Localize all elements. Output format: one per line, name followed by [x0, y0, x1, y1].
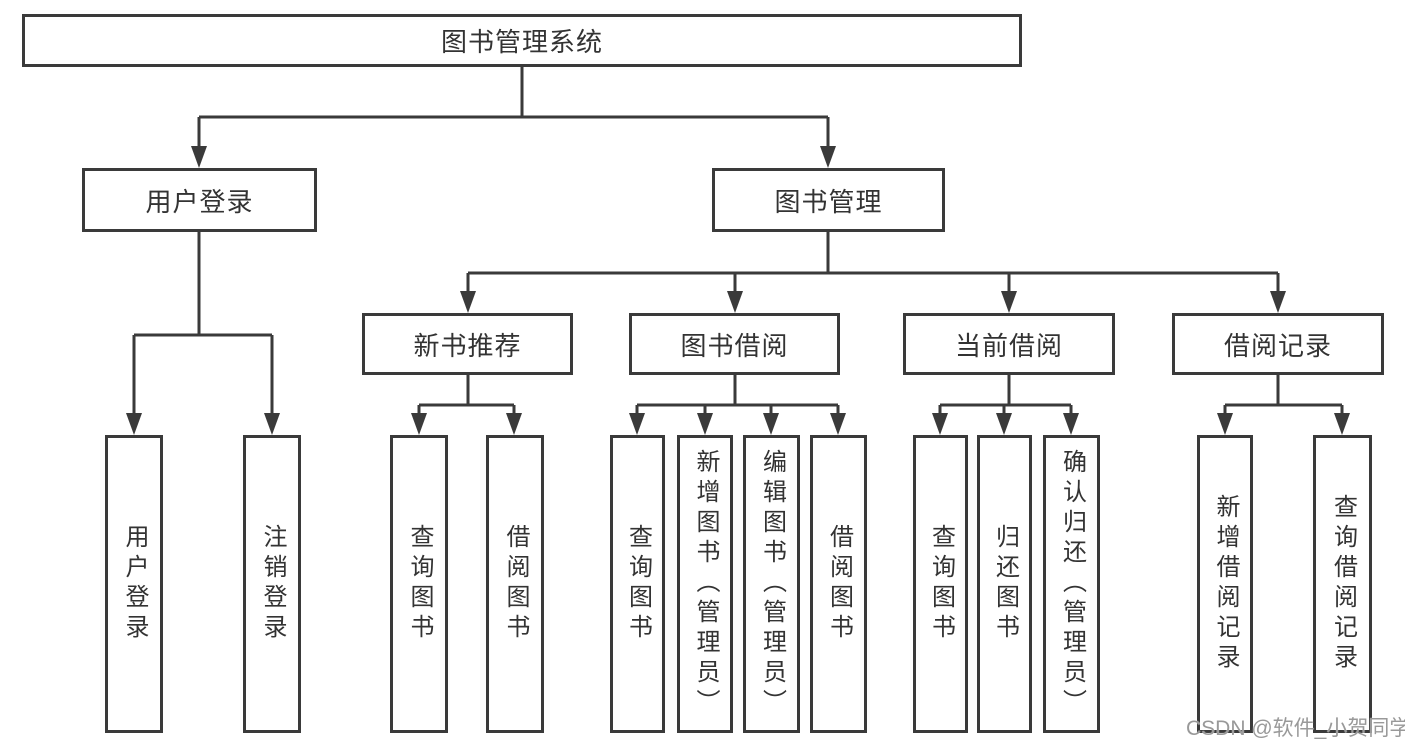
node-borrow-records-label: 借阅记录 [1223, 330, 1332, 361]
leaf-borrow-books-label: 借阅图书 [825, 524, 853, 644]
leaf-user-login-label: 用户登录 [121, 524, 148, 644]
watermark: CSDN @软件_小贺同学 [1186, 717, 1405, 740]
leaf-confirm-return-admin-label: 确认归还（管理员） [1058, 449, 1086, 719]
leaf-query-books-borrow-label: 查询图书 [624, 524, 652, 644]
leaf-query-books-recommend: 查询图书 [390, 435, 448, 733]
node-book-borrow-label: 图书借阅 [680, 330, 789, 361]
leaf-logout-label: 注销登录 [259, 524, 286, 644]
leaf-borrow-books-recommend: 借阅图书 [486, 435, 544, 733]
leaf-add-borrow-record: 新增借阅记录 [1197, 435, 1253, 733]
node-borrow-records: 借阅记录 [1172, 313, 1384, 375]
node-root: 图书管理系统 [22, 14, 1022, 67]
leaf-add-books-admin-label: 新增图书（管理员） [692, 449, 719, 719]
leaf-query-books-current: 查询图书 [913, 435, 968, 733]
node-book-management: 图书管理 [712, 168, 945, 232]
leaf-confirm-return-admin: 确认归还（管理员） [1043, 435, 1100, 733]
leaf-add-borrow-record-label: 新增借阅记录 [1212, 494, 1239, 674]
node-new-book-recommend-label: 新书推荐 [413, 330, 522, 361]
leaf-add-books-admin: 新增图书（管理员） [677, 435, 733, 733]
node-current-borrow: 当前借阅 [903, 313, 1115, 375]
leaf-logout: 注销登录 [243, 435, 301, 733]
leaf-query-books-borrow: 查询图书 [610, 435, 665, 733]
leaf-borrow-books-recommend-label: 借阅图书 [502, 524, 529, 644]
node-new-book-recommend: 新书推荐 [362, 313, 573, 375]
leaf-query-books-current-label: 查询图书 [927, 524, 955, 644]
node-user-login: 用户登录 [82, 168, 317, 232]
arrowheads [126, 146, 1350, 435]
leaf-edit-books-admin: 编辑图书（管理员） [743, 435, 800, 733]
leaf-edit-books-admin-label: 编辑图书（管理员） [758, 449, 786, 719]
leaf-user-login: 用户登录 [105, 435, 163, 733]
leaf-borrow-books: 借阅图书 [810, 435, 867, 733]
leaf-query-books-recommend-label: 查询图书 [406, 524, 433, 644]
node-book-management-label: 图书管理 [774, 186, 883, 217]
leaf-return-books-label: 归还图书 [991, 524, 1019, 644]
leaf-return-books: 归还图书 [977, 435, 1032, 733]
node-current-borrow-label: 当前借阅 [954, 330, 1063, 361]
node-root-label: 图书管理系统 [440, 27, 603, 57]
leaf-query-borrow-record: 查询借阅记录 [1313, 435, 1372, 733]
leaf-query-borrow-record-label: 查询借阅记录 [1329, 494, 1357, 674]
node-user-login-label: 用户登录 [145, 186, 254, 217]
node-book-borrow: 图书借阅 [629, 313, 840, 375]
